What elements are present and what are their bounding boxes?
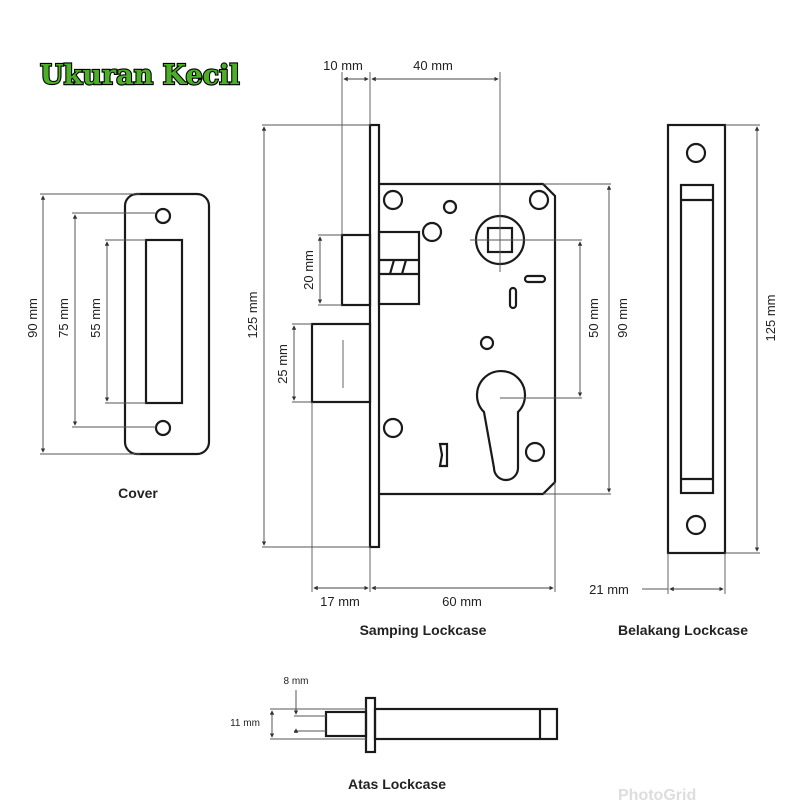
back-caption: Belakang Lockcase xyxy=(618,622,748,638)
side-view: 10 mm 40 mm 125 mm 20 mm 25 mm 50 mm 90 … xyxy=(245,58,630,638)
bolt-block xyxy=(377,230,421,306)
back-hole-top xyxy=(685,142,707,164)
back-dim-125: 125 mm xyxy=(763,295,778,342)
side-dim-40: 40 mm xyxy=(413,58,453,73)
side-caption: Samping Lockcase xyxy=(360,622,487,638)
cover-hole-bottom xyxy=(154,419,172,437)
top-caption: Atas Lockcase xyxy=(348,776,446,792)
watermark: PhotoGrid xyxy=(618,787,696,800)
cylinder-hole xyxy=(475,369,527,482)
back-view: 125 mm 21 mm Belakang Lockcase xyxy=(589,123,778,638)
top-view: 8 mm 11 mm Atas Lockcase xyxy=(230,676,559,792)
deadbolt xyxy=(340,233,372,307)
back-hole-bottom xyxy=(685,514,707,536)
cover-plate xyxy=(123,192,211,456)
top-faceplate xyxy=(364,696,377,754)
cover-dim-75: 75 mm xyxy=(56,298,71,338)
side-hole xyxy=(382,189,404,211)
side-dim-10: 10 mm xyxy=(323,58,363,73)
title: Ukuran Kecil xyxy=(40,60,240,91)
top-spindle xyxy=(324,710,368,738)
back-slot xyxy=(679,183,715,495)
side-dim-90: 90 mm xyxy=(615,298,630,338)
cover-dim-90: 90 mm xyxy=(25,298,40,338)
side-dim-20: 20 mm xyxy=(301,250,316,290)
top-dim-8: 8 mm xyxy=(284,676,309,687)
cover-dim-55: 55 mm xyxy=(88,298,103,338)
cover-caption: Cover xyxy=(118,485,158,501)
side-dim-60: 60 mm xyxy=(442,594,482,609)
latch xyxy=(310,322,372,404)
side-body xyxy=(379,182,557,496)
side-faceplate xyxy=(368,123,381,549)
top-dim-11: 11 mm xyxy=(230,718,260,729)
cover-slot xyxy=(144,238,184,405)
side-dim-17: 17 mm xyxy=(320,594,360,609)
side-dim-50: 50 mm xyxy=(586,298,601,338)
cover-view: 90 mm 75 mm 55 mm Cover xyxy=(25,192,211,501)
side-dim-25: 25 mm xyxy=(275,344,290,384)
top-body xyxy=(373,707,559,741)
back-plate xyxy=(666,123,727,555)
back-dim-21: 21 mm xyxy=(589,582,629,597)
cover-hole-top xyxy=(154,207,172,225)
side-dim-125: 125 mm xyxy=(245,292,260,339)
